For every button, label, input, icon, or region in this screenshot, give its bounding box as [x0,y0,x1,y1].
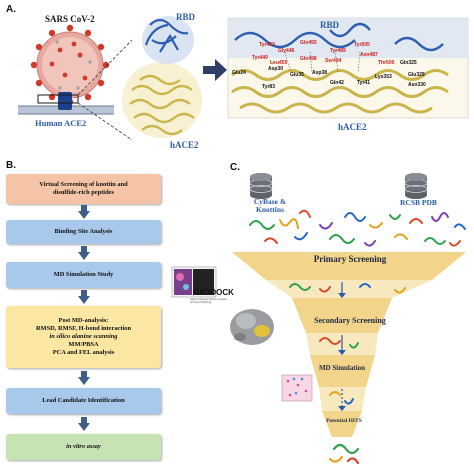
virus-particle [30,24,110,106]
md-simulation-box [281,374,313,402]
funnel-band-secondary [292,298,392,333]
residue-label: Gly446 [278,48,295,54]
rbd-ace2-complex [122,16,202,138]
zoom-rbd-label: RBD [320,20,340,30]
funnel-band-md [310,355,375,387]
receptor-label: Human ACE2 [35,118,87,128]
stage-primary-screening: Primary Screening [313,254,387,264]
residue-label: Tyr41 [357,80,370,86]
flow-step-binding-site: Binding Site Analysis [6,220,161,244]
cell-membrane [18,92,114,115]
screening-funnel-illustration [171,173,466,465]
stage-secondary-screening: Secondary Screening [314,316,386,325]
residue-label: Asp30 [268,66,284,72]
flow-step-lead-candidate: Lead Candidate Identification [6,388,161,414]
residue-label: Asn330 [408,82,426,88]
residue-label: Glu329 [408,72,425,78]
residue-label: Glu35 [290,72,304,78]
funnel-band-primary [232,252,466,280]
db-left-label: CyBase & Knottins [253,197,287,215]
residue-label: Gln493 [300,40,317,46]
flow-step-in-vitro: in vitro assay [6,434,161,460]
protein-surface-image [230,309,274,345]
rbd-label: RBD [176,12,196,22]
db-right-label: RCSB PDB [400,198,437,207]
residue-label: Ser494 [325,58,342,64]
virus-label: SARS CoV-2 [45,14,95,24]
residue-label: Lys353 [375,74,392,80]
flow-arrow [78,417,90,431]
residue-label: Tyr489 [330,48,346,54]
stage-md-simulation: MD Simulation [318,364,366,372]
hit-peptides [328,443,360,465]
panel-c-letter: C. [230,162,240,173]
peptide-cloud [249,209,466,247]
residue-label: Glu24 [232,70,246,76]
residue-label: Tyr453 [259,42,275,48]
residue-label: Tyr83 [262,84,275,90]
flow-arrow [78,205,90,219]
residue-label: Leu455 [270,60,288,66]
hace2-label: hACE2 [170,140,199,150]
flow-step-virtual-screening: Virtual Screening of knottin and disulfi… [6,174,161,204]
panel-b-letter: B. [6,160,16,171]
residue-label: Gln42 [330,80,344,86]
panel-a-letter: A. [6,4,16,15]
flow-arrow [78,246,90,260]
haddock-label: HADDOCK [193,288,234,297]
stage-potential-hits: Potential HITS [326,418,362,424]
haddock-logo [171,266,217,298]
zoomed-interface [227,17,469,119]
database-icon [249,173,273,199]
flow-arrow [78,290,90,304]
residue-label: Tyr505 [354,42,370,48]
residue-label: Thr500 [378,60,395,66]
zoom-hace2-label: hACE2 [338,122,367,132]
flow-arrow [78,371,90,385]
panel-a-illustration [18,16,469,141]
residue-label: Tyr449 [252,55,268,61]
residue-label: Asp38 [312,70,328,76]
flow-step-md-simulation: MD Simulation Study [6,262,161,288]
haddock-subtitle: High Ambiguity Driven protein-protein DO… [190,297,228,305]
residue-label: Gln498 [300,56,317,62]
funnel-band-hits [322,411,362,437]
residue-label: Asn487 [360,52,378,58]
zoom-arrow [203,59,227,81]
residue-label: Gln325 [400,60,417,66]
flow-step-post-md-analysis: Post MD-analysis: RMSD, RMSF, H-bond int… [6,306,161,368]
database-icon [404,173,428,199]
